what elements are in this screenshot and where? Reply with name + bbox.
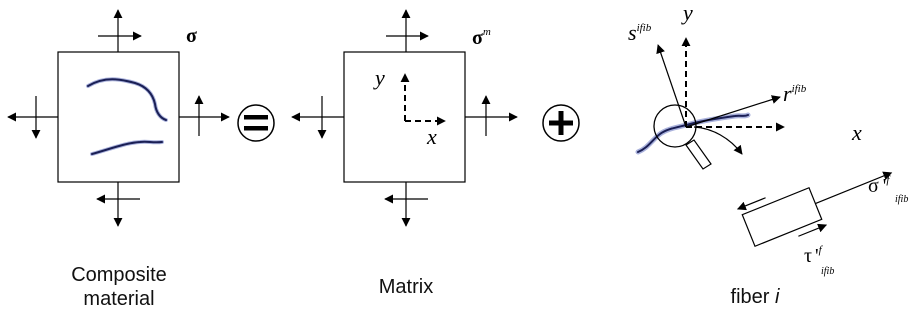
- fiber-sigma-subscript: ifib: [895, 194, 908, 205]
- fiber-tau-subscript: ifib: [821, 266, 834, 277]
- fiber-x-label: x: [851, 120, 862, 145]
- fiber-normal-stress-arrow: [815, 171, 893, 205]
- fiber-caption-index: i: [775, 286, 780, 308]
- fiber-shear-top-arrow: [736, 197, 766, 211]
- equals-operator: [237, 104, 275, 142]
- composite-caption-line2: material: [83, 288, 155, 310]
- fiber-s-label: sifib: [628, 20, 652, 45]
- composite-fibers: [86, 77, 168, 156]
- matrix-caption: Matrix: [378, 276, 434, 298]
- fiber-local-r-axis: [685, 95, 781, 128]
- plus-operator: [542, 104, 580, 142]
- matrix-y-label: y: [373, 65, 385, 90]
- fiber-local-s-axis: [656, 44, 687, 128]
- fiber-caption-prefix: fiber: [730, 286, 775, 308]
- composite-caption: Composite material: [58, 263, 180, 311]
- fiber-element-rect: [741, 186, 823, 248]
- magnifier-handle: [685, 139, 712, 170]
- equals-circle: [237, 104, 275, 142]
- fiber-shear-bottom-arrow: [798, 223, 828, 237]
- fiber-caption: fiber i: [705, 285, 805, 309]
- zoom-curved-arrow: [693, 126, 743, 155]
- matrix-stress-label: σm: [472, 26, 491, 49]
- fiber-sigma-label: σ'f: [868, 174, 891, 197]
- fiber-tau-label: τ'f: [804, 244, 824, 267]
- fiber-element: [736, 171, 893, 248]
- fiber-y-label: y: [681, 0, 693, 25]
- matrix-x-label: x: [426, 124, 437, 149]
- fiber-panel: sifib y rifib x σ'f ifib τ'f ifib: [628, 0, 908, 277]
- composite-caption-line1: Composite: [71, 264, 167, 286]
- composite-stress-label: σ: [186, 25, 197, 47]
- matrix-panel: y x σm: [291, 9, 518, 227]
- composite-panel: σ: [7, 9, 230, 227]
- fiber-r-label: rifib: [783, 81, 807, 106]
